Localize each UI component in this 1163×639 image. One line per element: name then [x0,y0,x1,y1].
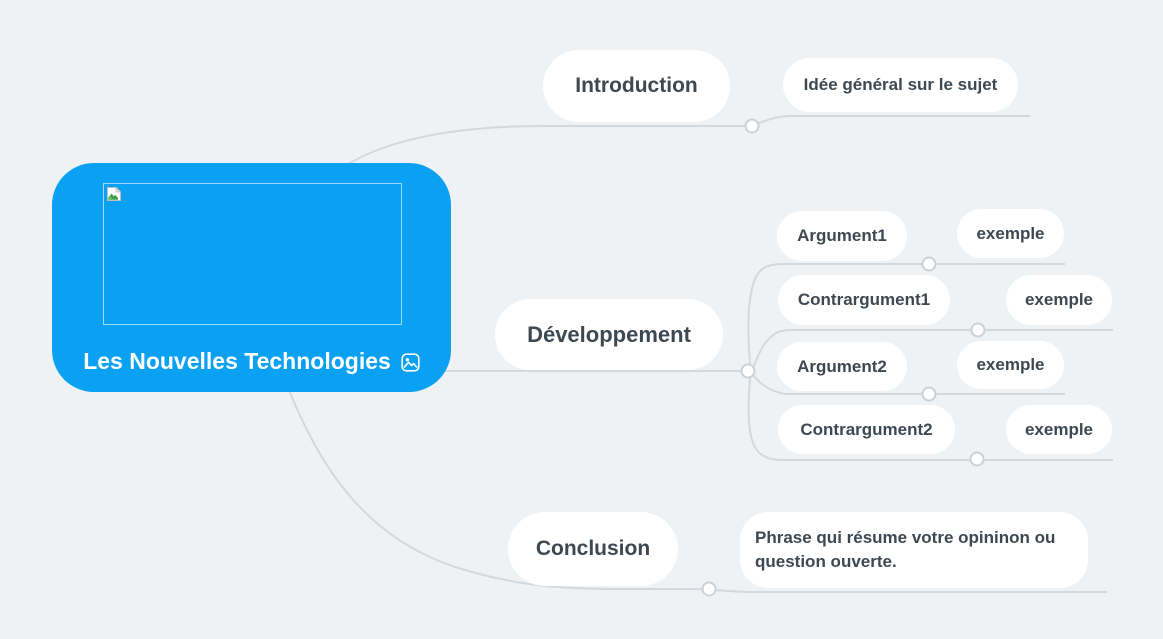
collapse-knob-contrargument1[interactable] [970,322,986,338]
node-contrargument1-label: Contrargument1 [797,290,931,309]
node-argument1-exemple[interactable]: exemple [957,209,1064,258]
child-line-conclusion [715,589,1107,593]
collapse-knob-contrargument2[interactable] [969,451,985,467]
collapse-knob-introduction[interactable] [744,118,760,134]
node-developpement[interactable]: Développement [495,299,723,370]
child-line-introduction [758,115,1030,124]
image-icon[interactable] [401,353,420,372]
root-image-frame[interactable] [103,183,402,325]
node-contrargument2-label: Contrargument2 [800,419,933,439]
collapse-knob-conclusion[interactable] [701,581,717,597]
node-conclusion-label: Conclusion [535,537,651,560]
node-developpement-label: Développement [527,321,691,347]
branch-line-conclusion [284,379,702,590]
node-argument2-label: Argument2 [797,356,887,376]
node-argument2[interactable]: Argument2 [777,342,907,391]
node-introduction[interactable]: Introduction [543,50,730,122]
collapse-knob-argument1[interactable] [921,256,937,272]
node-introduction-label: Introduction [575,74,698,97]
node-conclusion[interactable]: Conclusion [508,512,678,586]
node-argument1-label: Argument1 [797,226,887,245]
node-argument2-exemple[interactable]: exemple [957,341,1064,389]
root-title: Les Nouvelles Technologies [83,348,391,374]
child-line-contrargument2 [747,377,1113,461]
node-contrargument1[interactable]: Contrargument1 [778,275,950,325]
node-phrase-conclusion-label: Phrase qui résume votre opininon ou ques… [755,528,1056,571]
child-line-argument1 [747,263,1065,365]
node-argument1-exemple-label: exemple [976,223,1045,243]
node-argument2-exemple-label: exemple [976,355,1045,374]
node-contrargument1-exemple-label: exemple [1024,290,1094,309]
node-contrargument1-exemple[interactable]: exemple [1006,275,1112,325]
node-contrargument2-exemple[interactable]: exemple [1006,405,1112,454]
node-phrase-conclusion[interactable]: Phrase qui résume votre opininon ou ques… [740,512,1088,588]
broken-image-icon [107,186,122,201]
node-idee-generale[interactable]: Idée général sur le sujet [783,58,1018,112]
node-argument1[interactable]: Argument1 [777,211,907,261]
child-line-contrargument1 [753,329,1113,367]
collapse-knob-argument2[interactable] [921,386,937,402]
root-node[interactable]: Les Nouvelles Technologies [52,163,451,392]
node-contrargument2[interactable]: Contrargument2 [778,405,955,454]
node-idee-generale-label: Idée général sur le sujet [803,75,998,94]
node-contrargument2-exemple-label: exemple [1024,419,1094,439]
child-line-argument2 [753,375,1065,395]
collapse-knob-developpement[interactable] [740,363,756,379]
